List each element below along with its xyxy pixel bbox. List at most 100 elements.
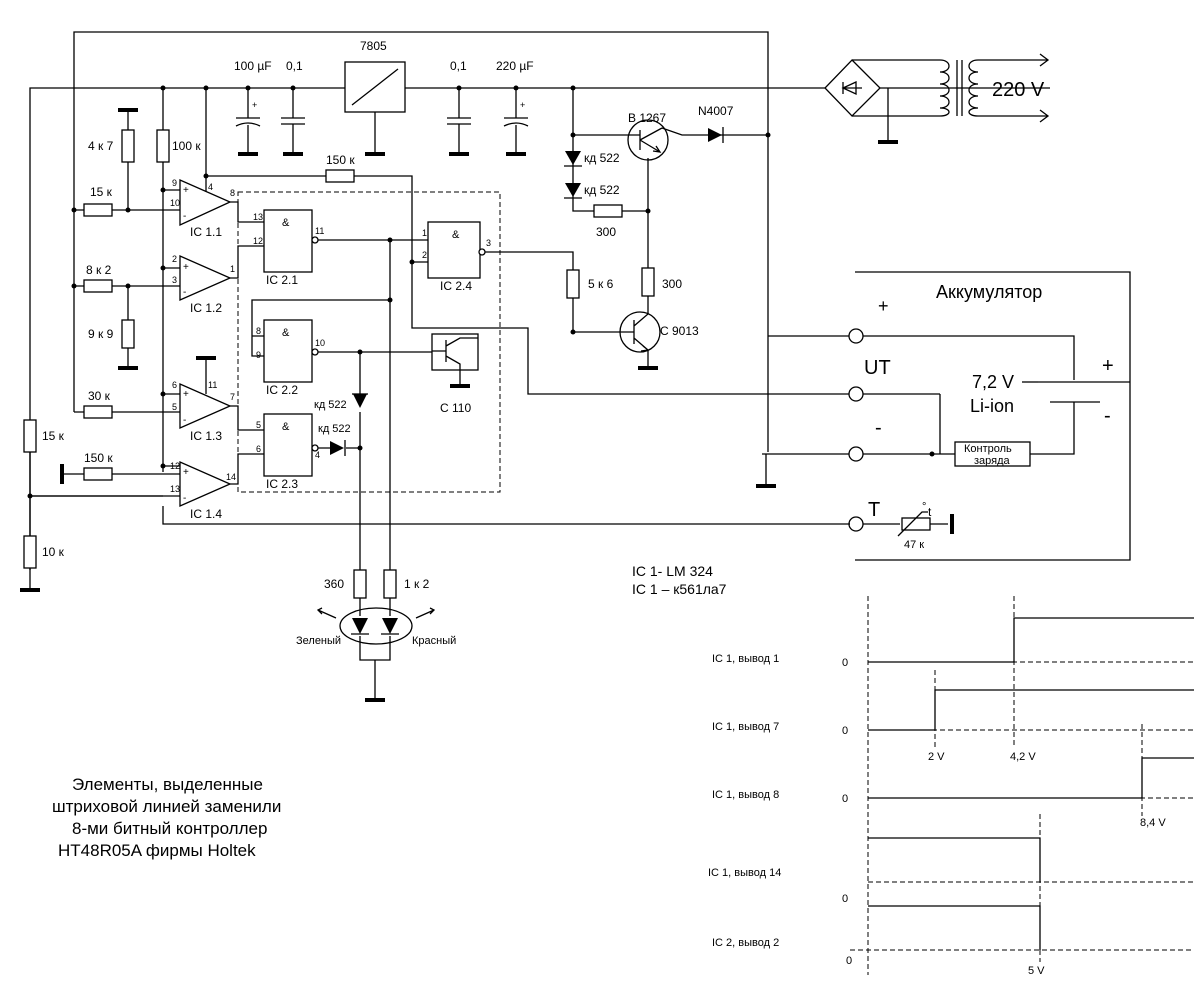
label-r300b: 300 bbox=[662, 277, 682, 291]
label-r10k: 10 к bbox=[42, 545, 65, 559]
feedback-resistor-150k: 150 к bbox=[203, 153, 855, 395]
label-red: Красный bbox=[412, 635, 456, 647]
label-kd522-d: кд 522 bbox=[314, 399, 347, 411]
label-r1k2: 1 к 2 bbox=[404, 577, 430, 591]
svg-text:-: - bbox=[183, 415, 186, 426]
label-mains: 220 V bbox=[992, 79, 1045, 101]
thermistor-degree: ° bbox=[922, 501, 926, 513]
cap-plus-sign: + bbox=[252, 100, 257, 110]
svg-text:+: + bbox=[183, 389, 189, 400]
bridge-rectifier bbox=[824, 59, 940, 144]
transistor-c9013: C 9013 bbox=[574, 296, 699, 370]
battery-type: Li-ion bbox=[970, 396, 1014, 416]
ctrl-label-2: заряда bbox=[974, 455, 1011, 467]
svg-text:+: + bbox=[183, 467, 189, 478]
label-r150k-bot: 150 к bbox=[84, 451, 113, 465]
label-c1: 100 µF bbox=[234, 59, 272, 73]
pin-2-g: 2 bbox=[422, 250, 427, 260]
note-line-3: 8-ми битный контроллер bbox=[72, 819, 267, 838]
label-kd522-c: кд 522 bbox=[318, 423, 351, 435]
pin-11-g: 11 bbox=[315, 226, 324, 236]
threshold-5v: 5 V bbox=[1028, 965, 1045, 977]
timing-row-1-zero: 0 bbox=[842, 657, 848, 669]
label-kd522-b: кд 522 bbox=[584, 183, 620, 197]
pin-6: 6 bbox=[172, 380, 177, 390]
opamp-ic-1-2: + - 2 3 1 IC 1.2 bbox=[172, 254, 235, 315]
timing-row-5-zero: 0 bbox=[846, 955, 852, 967]
threshold-2v: 2 V bbox=[928, 751, 945, 763]
label-r4k7: 4 к 7 bbox=[88, 139, 114, 153]
battery-plus: + bbox=[878, 296, 889, 316]
pin-7-out: 7 bbox=[230, 392, 235, 402]
label-ic21: IC 2.1 bbox=[266, 273, 298, 287]
cap-plus-sign-2: + bbox=[520, 100, 525, 110]
battery-t: T bbox=[868, 499, 880, 521]
resistor-300-base: 300 bbox=[641, 267, 682, 297]
and-gate-22: & bbox=[282, 327, 290, 339]
label-r30k: 30 к bbox=[88, 389, 111, 403]
ic-note-2: IC 1 – к561ла7 bbox=[632, 581, 727, 597]
resistor-5k6: 5 к 6 bbox=[482, 251, 614, 335]
transformer: 220 V bbox=[939, 53, 1050, 123]
label-ic23: IC 2.3 bbox=[266, 477, 298, 491]
label-r300a: 300 bbox=[596, 225, 616, 239]
charge-switch-b1267: B 1267 bbox=[570, 88, 768, 296]
opamp-ic-1-4: +- 12 13 14 IC 1.4 bbox=[170, 461, 236, 521]
cell-minus: - bbox=[1104, 405, 1111, 427]
threshold-4-2v: 4,2 V bbox=[1010, 751, 1036, 763]
pin-10: 10 bbox=[170, 198, 180, 208]
pin-13: 13 bbox=[170, 484, 180, 494]
pin-5: 5 bbox=[172, 402, 177, 412]
ic-note-1: IC 1- LM 324 bbox=[632, 563, 713, 579]
opamp-ic-1-3: +- 6 5 11 7 IC 1.3 bbox=[172, 356, 235, 443]
pin-2: 2 bbox=[172, 254, 177, 264]
label-q1: B 1267 bbox=[628, 111, 666, 125]
label-thermistor: 47 к bbox=[904, 539, 924, 551]
label-q2: C 9013 bbox=[660, 324, 699, 338]
label-r5k6: 5 к 6 bbox=[588, 277, 614, 291]
pin-12-g: 12 bbox=[253, 236, 263, 246]
pin-8-g: 8 bbox=[256, 326, 261, 336]
battery-ut: UT bbox=[864, 357, 891, 379]
label-ic22: IC 2.2 bbox=[266, 383, 298, 397]
label-r8k2: 8 к 2 bbox=[86, 263, 112, 277]
thermistor-t: t bbox=[928, 505, 932, 519]
timing-diagram: IC 1, вывод 1 0 IC 1, вывод 7 0 IC 1, вы… bbox=[708, 596, 1194, 977]
threshold-8-4v: 8,4 V bbox=[1140, 817, 1166, 829]
pin-3-g: 3 bbox=[486, 238, 491, 248]
divider-network: 4 к 7 100 к 15 к 8 к 2 9 к 9 30 к 150 к … bbox=[20, 88, 201, 592]
svg-text:+: + bbox=[183, 262, 189, 273]
and-gate-23: & bbox=[282, 421, 290, 433]
diode-n4007: N4007 bbox=[698, 104, 734, 143]
label-q3: C 110 bbox=[440, 401, 471, 415]
timing-row-2-label: IC 1, вывод 7 bbox=[712, 721, 779, 733]
and-gate-21: & bbox=[282, 217, 290, 229]
label-ic13: IC 1.3 bbox=[190, 429, 222, 443]
label-r100k: 100 к bbox=[172, 139, 201, 153]
label-c4: 220 µF bbox=[496, 59, 534, 73]
indicator-leds: 360 1 к 2 Зеленый Красный bbox=[296, 569, 456, 702]
label-green: Зеленый bbox=[296, 635, 341, 647]
and-gate-24: & bbox=[452, 229, 460, 241]
timing-row-5-label: IC 2, вывод 2 bbox=[712, 937, 779, 949]
timing-row-4-zero: 0 bbox=[842, 893, 848, 905]
label-ic12: IC 1.2 bbox=[190, 301, 222, 315]
timing-row-2-zero: 0 bbox=[842, 725, 848, 737]
input-capacitor-100uf: + 100 µF bbox=[234, 59, 272, 156]
svg-text:-: - bbox=[183, 211, 186, 222]
battery-minus: - bbox=[875, 417, 882, 439]
svg-text:-: - bbox=[183, 287, 186, 298]
battery-voltage: 7,2 V bbox=[972, 372, 1014, 392]
pin-10-g: 10 bbox=[315, 338, 325, 348]
pin-4: 4 bbox=[208, 182, 213, 192]
label-c2: 0,1 bbox=[286, 59, 303, 73]
pin-1-out: 1 bbox=[230, 264, 235, 274]
pin-3: 3 bbox=[172, 275, 177, 285]
capacitor-0-1-input: 0,1 bbox=[281, 59, 305, 156]
svg-text:-: - bbox=[183, 493, 186, 504]
label-r15k-left: 15 к bbox=[42, 429, 65, 443]
label-ic14: IC 1.4 bbox=[190, 507, 222, 521]
controller-dashed-region: & 13 12 11 IC 2.1 & 8 9 10 IC 2.2 & 5 6 … bbox=[230, 191, 501, 578]
ctrl-label-1: Контроль bbox=[964, 443, 1012, 455]
